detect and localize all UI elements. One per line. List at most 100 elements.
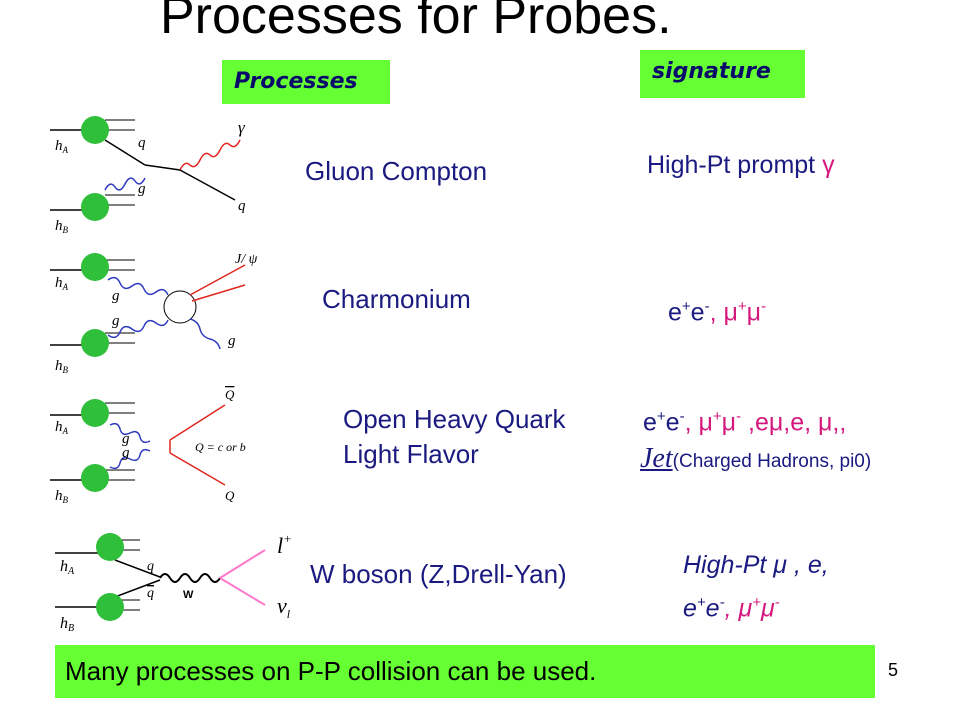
charge-plus: + xyxy=(737,298,747,315)
signature-row3-line1: e+e-, μ+μ- ,eμ,e, μ,, xyxy=(643,402,846,437)
label-q-out: q xyxy=(238,198,246,214)
antiquark-line xyxy=(114,579,161,598)
process-open-heavy-quark: Open Heavy Quark xyxy=(343,404,566,434)
label-hA: hA xyxy=(60,558,75,577)
jpsi-line xyxy=(189,264,246,296)
charge-plus: + xyxy=(696,594,706,611)
label-g2: g xyxy=(112,313,120,329)
label-q: q xyxy=(147,559,154,574)
jet-label: Jet xyxy=(640,443,673,474)
label-g2: g xyxy=(122,445,130,461)
gluon-line xyxy=(104,177,146,191)
hadron-a-blob xyxy=(81,116,109,144)
charge-minus: - xyxy=(774,594,780,611)
jet-note: (Charged Hadrons, pi0) xyxy=(672,451,872,472)
label-gamma: γ xyxy=(238,118,246,137)
quark-line xyxy=(104,139,146,166)
hadron-a-blob xyxy=(81,253,109,281)
w-propagator xyxy=(159,573,221,583)
electron-symbol: e xyxy=(668,298,682,327)
signature-row1-text: High-Pt prompt xyxy=(647,151,823,179)
gluon-line xyxy=(109,448,151,470)
label-neutrino: νl xyxy=(277,593,291,621)
photon-line xyxy=(179,139,241,171)
muon-symbol: μ xyxy=(721,408,737,437)
w-boson-diagram: hA hB q q W l+ νl xyxy=(55,531,292,634)
gluon-line xyxy=(109,422,151,444)
separator: , xyxy=(684,408,699,437)
signature-header: signature xyxy=(640,50,805,98)
label-q-definition: Q = c or b xyxy=(195,440,246,454)
muon-symbol: μ xyxy=(738,594,753,623)
charge-plus: + xyxy=(681,298,691,315)
label-hA: hA xyxy=(55,419,69,436)
signature-row2: e+e-, μ+μ- xyxy=(668,292,766,327)
gluon-line xyxy=(189,318,221,350)
charge-plus: + xyxy=(712,408,722,425)
electron-symbol: e xyxy=(683,594,697,623)
hadron-b-blob xyxy=(81,464,109,492)
neutrino-line xyxy=(219,577,266,606)
label-g1: g xyxy=(122,431,130,447)
separator: , xyxy=(709,298,724,327)
label-g1: g xyxy=(112,288,120,304)
signature-row4-line2: e+e-, μ+μ- xyxy=(683,588,780,623)
processes-header: Processes xyxy=(222,60,390,104)
gamma-symbol: γ xyxy=(822,151,835,179)
quark-line xyxy=(114,559,161,578)
gluon-compton-diagram: hA hB q g γ q xyxy=(50,116,246,235)
quark-line xyxy=(169,452,226,486)
hadron-b-blob xyxy=(81,329,109,357)
antiquark-line xyxy=(169,404,226,441)
charmonium-diagram: hA hB g g g J/ ψ xyxy=(50,252,258,375)
label-w: W xyxy=(183,589,194,601)
signature-row3-rest: ,eμ,e, μ,, xyxy=(741,408,847,437)
charge-plus: + xyxy=(656,408,666,425)
electron-symbol: e xyxy=(705,594,720,623)
charge-minus: - xyxy=(719,594,725,611)
signature-row4-line1: High-Pt μ , e, xyxy=(683,551,829,579)
propagator-line xyxy=(144,164,181,171)
slide-title: Processes for Probes. xyxy=(160,0,672,45)
open-heavy-quark-diagram: hA hB g g Q Q = c or b Q xyxy=(50,387,246,505)
muon-symbol: μ xyxy=(723,298,738,327)
gluon-line xyxy=(107,276,169,296)
muon-symbol: μ xyxy=(746,298,762,327)
charge-minus: - xyxy=(679,408,685,425)
charge-plus: + xyxy=(752,594,761,611)
loop-vertex xyxy=(163,290,197,324)
electron-symbol: e xyxy=(665,408,680,437)
electron-symbol: e xyxy=(690,298,705,327)
charge-minus: - xyxy=(761,298,767,315)
label-hB: hB xyxy=(55,358,69,375)
hadron-a-blob xyxy=(81,399,109,427)
charge-minus: - xyxy=(704,298,710,315)
label-hB: hB xyxy=(55,488,69,505)
signature-row3-line2: Jet(Charged Hadrons, pi0) xyxy=(640,444,871,477)
label-g: g xyxy=(138,181,146,197)
hadron-b-blob xyxy=(96,593,124,621)
signature-row1: High-Pt prompt γ xyxy=(647,150,835,180)
muon-symbol: μ xyxy=(760,594,775,623)
jpsi-line xyxy=(191,284,246,302)
process-w-boson: W boson (Z,Drell-Yan) xyxy=(310,559,567,589)
electron-symbol: e xyxy=(643,408,657,437)
process-gluon-compton: Gluon Compton xyxy=(305,156,488,186)
label-qbar: Q xyxy=(225,387,235,402)
outgoing-quark-line xyxy=(179,169,236,201)
label-hB: hB xyxy=(55,218,69,235)
lepton-line xyxy=(219,549,266,579)
label-g3: g xyxy=(228,333,236,349)
label-jpsi: J/ ψ xyxy=(235,252,258,267)
separator: , xyxy=(724,594,739,623)
muon-symbol: μ xyxy=(698,408,713,437)
label-hA: hA xyxy=(55,138,69,155)
label-lepton: l+ xyxy=(277,531,292,558)
page-number: 5 xyxy=(888,660,899,680)
label-hB: hB xyxy=(60,615,74,634)
gluon-line xyxy=(107,319,169,339)
charge-minus: - xyxy=(736,408,742,425)
label-q: Q xyxy=(225,488,235,503)
process-light-flavor: Light Flavor xyxy=(343,439,479,469)
hadron-b-blob xyxy=(81,193,109,221)
